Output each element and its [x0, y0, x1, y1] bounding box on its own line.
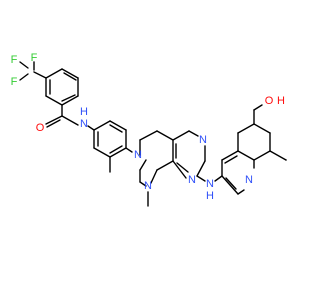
bond	[139, 181, 147, 187]
bond	[93, 147, 111, 158]
bond	[253, 104, 263, 111]
bond	[196, 160, 206, 177]
ring-nitrogen-label-1: N	[134, 149, 142, 161]
bond	[188, 130, 199, 137]
bond	[45, 68, 63, 79]
bond	[63, 72, 77, 81]
bond	[109, 120, 127, 131]
bond	[196, 175, 206, 182]
bond	[33, 71, 47, 79]
bond	[156, 130, 174, 141]
bond	[253, 123, 271, 134]
bond	[87, 125, 95, 131]
bond	[61, 115, 79, 126]
bond	[224, 155, 238, 164]
hydroxyl-oxygen-label: O	[265, 95, 274, 107]
bond	[253, 150, 271, 161]
bond	[176, 162, 189, 173]
bond	[139, 159, 147, 171]
molecule-structure: F F F O N H N N N N N H N O H	[11, 52, 287, 207]
fluorine-label-1: F	[11, 54, 18, 66]
bond	[214, 175, 223, 182]
carbonyl-oxygen-label: O	[36, 122, 45, 134]
bond	[45, 95, 63, 106]
bond	[172, 130, 190, 141]
pyrimidine-nitrogen-top-label: N	[199, 134, 207, 146]
bond	[237, 123, 255, 134]
bridge-hydrogen-label: H	[206, 190, 214, 202]
bond	[156, 160, 174, 171]
hydroxyl-hydrogen-label: H	[277, 95, 285, 107]
pyridine-nitrogen-label: N	[245, 174, 253, 186]
bond	[237, 150, 255, 161]
amide-nitrogen-label: N	[80, 118, 88, 130]
bond	[221, 175, 239, 195]
bond	[237, 189, 245, 195]
amide-hydrogen-label: H	[80, 106, 88, 118]
bond	[19, 61, 29, 69]
bond	[150, 169, 158, 184]
bond	[139, 130, 158, 141]
bond	[125, 147, 133, 153]
bond	[269, 150, 287, 161]
bond	[19, 73, 29, 81]
fluorine-label-2: F	[31, 52, 38, 64]
bond	[61, 95, 79, 106]
bond	[93, 120, 111, 131]
fluorine-label-3: F	[11, 76, 18, 88]
bond	[46, 119, 61, 128]
bond	[45, 115, 63, 125]
bond	[172, 160, 187, 179]
bond	[221, 150, 239, 161]
molecule-canvas: F F F O N H N N N N N H N O H	[11, 52, 287, 207]
bond	[109, 145, 123, 154]
bond	[225, 177, 237, 190]
bond	[61, 94, 76, 102]
bond	[109, 147, 127, 158]
bond	[109, 124, 123, 133]
ring-nitrogen-label-2: N	[144, 180, 152, 192]
pyrimidine-nitrogen-bottom-label: N	[188, 174, 196, 186]
bond	[61, 68, 79, 79]
bridge-nitrogen-label: N	[206, 178, 214, 190]
